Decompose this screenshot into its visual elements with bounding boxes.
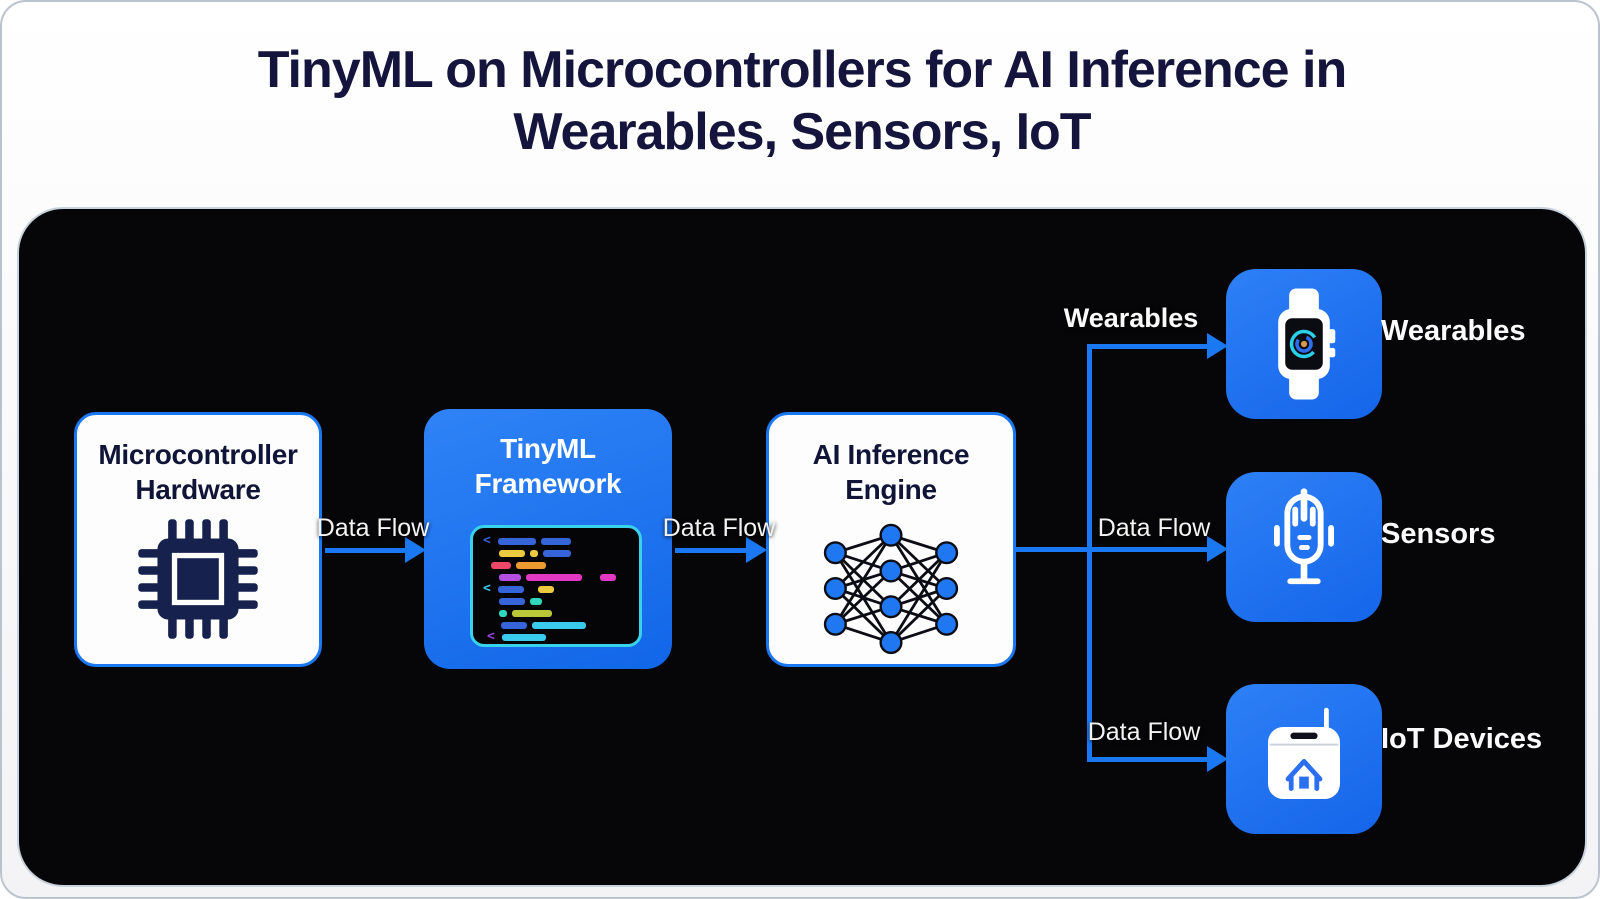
node-microcontroller-hardware: Microcontroller Hardware: [74, 412, 322, 667]
tile-sensors: [1226, 472, 1382, 622]
output-label-wearables: Wearables: [1381, 315, 1526, 347]
node-label: Microcontroller Hardware: [98, 439, 298, 505]
branch-label-data-flow-middle: Data Flow: [1097, 514, 1211, 542]
branch-top-line: [1089, 344, 1208, 349]
tile-wearables: [1226, 269, 1382, 419]
branch-bottom-line: [1089, 757, 1208, 762]
branch-label-data-flow-bottom: Data Flow: [1087, 718, 1201, 746]
branch-vertical-line: [1087, 344, 1092, 762]
node-ai-inference-engine: AI Inference Engine: [766, 412, 1016, 667]
page-title: TinyML on Microcontrollers for AI Infere…: [257, 39, 1348, 171]
neural-network-icon: [823, 523, 959, 655]
arrow-2-head: [746, 537, 767, 563]
node-label: TinyML Framework: [474, 433, 622, 499]
microphone-icon: [1274, 487, 1334, 584]
smart-home-device-icon: [1268, 707, 1340, 799]
code-line: <: [483, 534, 631, 547]
node-tinyml-framework: TinyML Framework < < <: [424, 409, 672, 669]
branch-middle-arrowhead: [1207, 536, 1228, 562]
page-title-line-1: TinyML on Microcontrollers for AI Infere…: [257, 40, 1348, 99]
code-line: [483, 573, 631, 581]
branch-top-arrowhead: [1207, 333, 1228, 359]
page-title-line-2: Wearables, Sensors, IoT: [513, 102, 1091, 161]
code-line: [483, 549, 631, 557]
code-line: <: [483, 630, 631, 643]
arrow-1-line: [325, 548, 407, 553]
arrow-1-head: [405, 537, 426, 563]
code-editor-icon: < < <: [470, 525, 642, 647]
code-line: [483, 597, 631, 605]
branch-trunk-line: [1016, 547, 1208, 552]
output-label-iot-devices: IoT Devices: [1381, 723, 1543, 755]
code-line: [483, 621, 631, 629]
tile-iot-devices: [1226, 684, 1382, 834]
output-label-sensors: Sensors: [1381, 518, 1496, 550]
arrow-2-line: [675, 548, 746, 553]
smartwatch-icon: [1278, 288, 1336, 400]
data-flow-label-2: Data Flow: [662, 514, 776, 542]
diagram-panel: Microcontroller Hardware Data Flow Tin: [17, 207, 1587, 887]
chip-icon: [138, 519, 258, 639]
code-line: [483, 561, 631, 569]
code-lines: < < <: [483, 534, 631, 643]
header: TinyML on Microcontrollers for AI Infere…: [2, 2, 1598, 207]
branch-bottom-arrowhead: [1207, 746, 1228, 772]
branch-label-wearables: Wearables: [1063, 303, 1199, 333]
code-line: <: [483, 582, 631, 595]
data-flow-label-1: Data Flow: [316, 514, 430, 542]
code-line: [483, 609, 631, 617]
node-label: AI Inference Engine: [812, 439, 970, 505]
